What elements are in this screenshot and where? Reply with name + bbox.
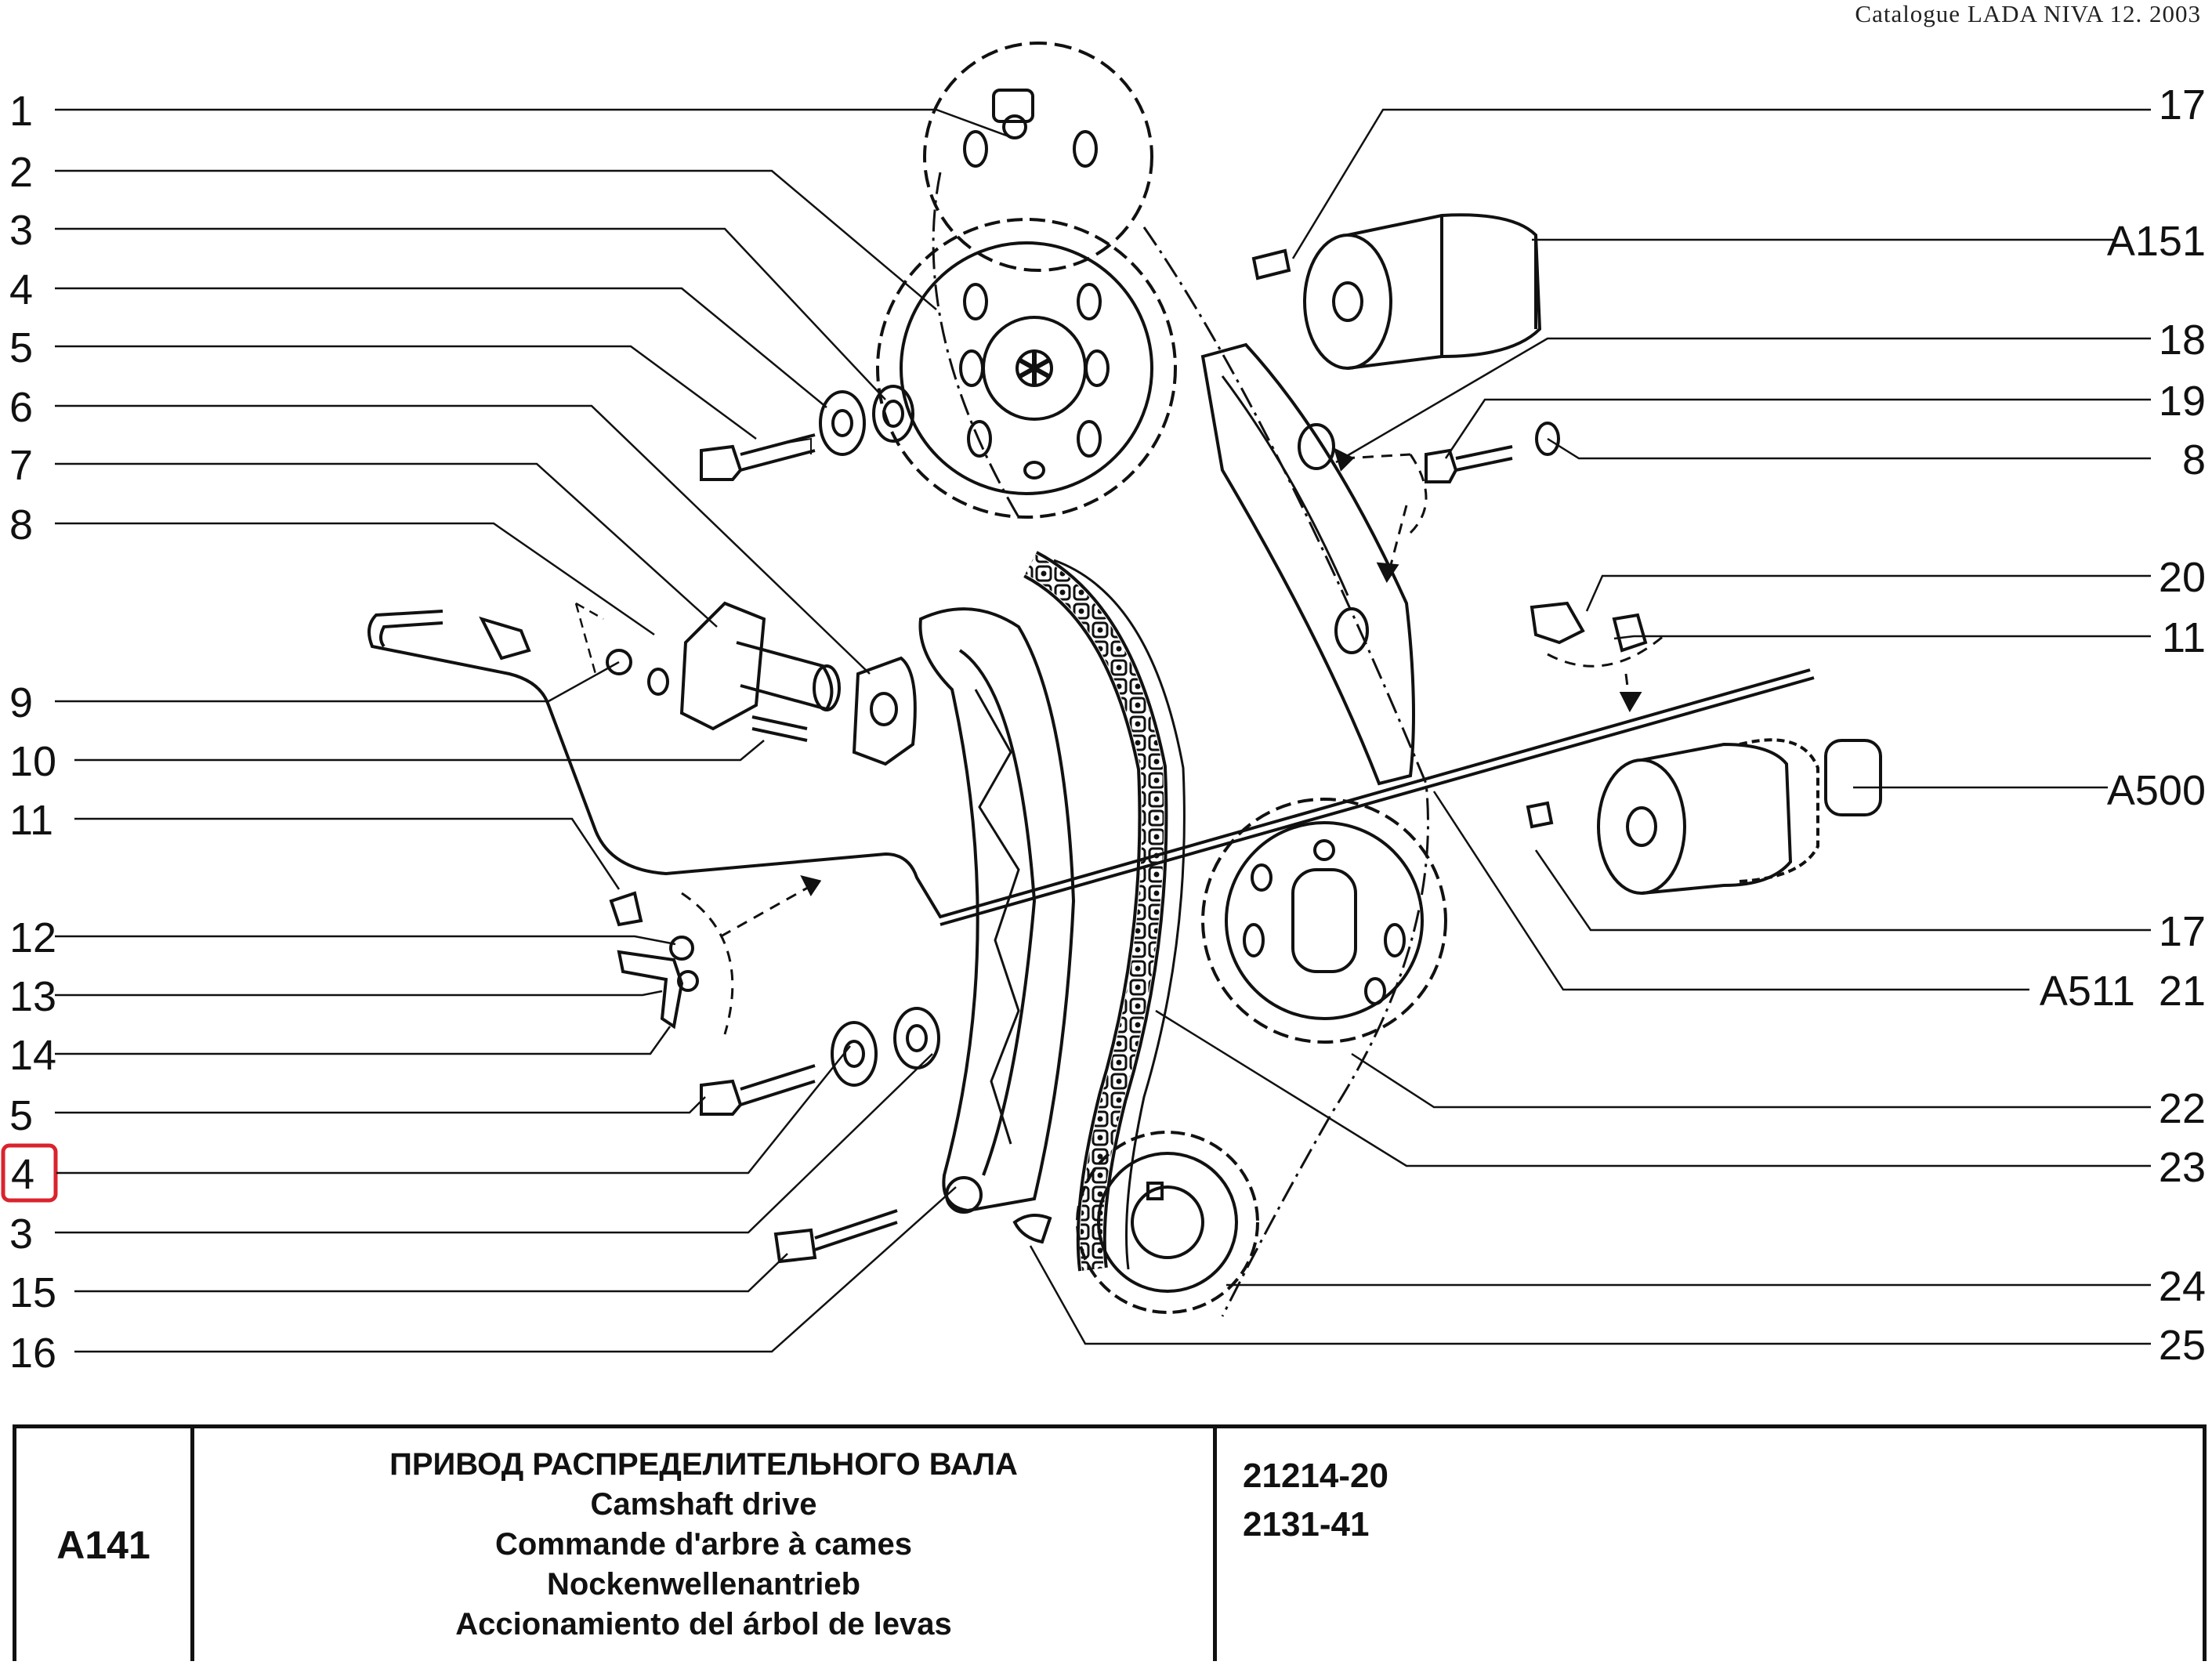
callout-8[interactable]: 8	[9, 501, 33, 548]
callout-3b[interactable]: 3	[9, 1211, 33, 1258]
title-de: Nockenwellenantrieb	[546, 1567, 861, 1602]
callout-17[interactable]: 17	[2159, 81, 2206, 128]
pipe-clip-bracket	[609, 875, 822, 1035]
title-block: A141 ПРИВОД РАСПРЕДЕЛИТЕЛЬНОГО ВАЛА Cams…	[13, 1424, 2207, 1661]
upper-bolt-washers	[700, 385, 914, 481]
callout-4[interactable]: 4	[9, 266, 33, 313]
callout-9[interactable]: 9	[9, 679, 33, 726]
callout-13[interactable]: 13	[9, 973, 56, 1020]
callout-14[interactable]: 14	[9, 1032, 56, 1079]
callout-5[interactable]: 5	[9, 324, 33, 371]
intermediate-sprocket	[1201, 798, 1447, 1044]
callout-18[interactable]: 18	[2159, 317, 2206, 364]
lower-bolt-washers	[700, 1007, 940, 1264]
chain-shoe	[918, 607, 1076, 1244]
callout-11[interactable]: 11	[9, 797, 53, 844]
callout-4b-highlighted[interactable]: 4	[11, 1151, 34, 1198]
callout-12[interactable]: 12	[9, 914, 56, 961]
callout-22[interactable]: 22	[2159, 1085, 2206, 1132]
right-clips	[1530, 601, 1666, 713]
camshaft-drive-diagram: 1 2 3 4 5 6 7 8 9 10 11 12 13 14 5 4 3 1…	[1, 42, 2206, 1377]
callout-5b[interactable]: 5	[9, 1092, 33, 1139]
highlight-box	[1, 1143, 58, 1203]
leader-lines	[55, 108, 2151, 1353]
callout-7[interactable]: 7	[9, 442, 33, 489]
callout-11b[interactable]: 11	[2162, 614, 2206, 661]
callout-A500[interactable]: A500	[2107, 767, 2206, 814]
callout-25[interactable]: 25	[2159, 1322, 2206, 1369]
callout-20[interactable]: 20	[2159, 554, 2206, 601]
callout-A151[interactable]: A151	[2107, 218, 2206, 265]
camshaft-end-lower	[1526, 738, 1882, 895]
timing-chain	[1023, 551, 1186, 1272]
title-es: Accionamiento del árbol de levas	[455, 1607, 952, 1641]
camshaft-end-upper	[1303, 213, 1542, 370]
catalogue-header: Catalogue LADA NIVA 12. 2003	[1855, 0, 2201, 27]
callout-19[interactable]: 19	[2159, 378, 2206, 425]
callout-17b[interactable]: 17	[2159, 908, 2206, 955]
callout-6[interactable]: 6	[9, 384, 33, 431]
callout-1[interactable]: 1	[9, 88, 33, 135]
tensioner-shoe	[1200, 342, 1415, 786]
title-fr: Commande d'arbre à cames	[495, 1527, 912, 1562]
callout-23[interactable]: 23	[2159, 1144, 2206, 1191]
oil-pipe	[367, 610, 1815, 926]
title-en: Camshaft drive	[590, 1487, 817, 1522]
chain-path-outline	[932, 172, 1429, 1317]
camshaft-sprocket	[876, 42, 1177, 519]
callout-10[interactable]: 10	[9, 738, 56, 785]
left-callouts: 1 2 3 4 5 6 7 8 9 10 11 12 13 14 5 4 3 1…	[9, 88, 56, 1377]
chain-tensioner	[479, 601, 917, 766]
callout-A511-21[interactable]: A511 21	[2040, 968, 2206, 1015]
drawing-titles: ПРИВОД РАСПРЕДЕЛИТЕЛЬНОГО ВАЛА Camshaft …	[194, 1428, 1217, 1661]
right-bolts	[1251, 248, 1560, 583]
title-ru: ПРИВОД РАСПРЕДЕЛИТЕЛЬНОГО ВАЛА	[389, 1447, 1018, 1482]
model-code: 21214-20	[1243, 1457, 1388, 1495]
callout-15[interactable]: 15	[9, 1269, 56, 1316]
callout-16[interactable]: 16	[9, 1330, 56, 1377]
callout-2[interactable]: 2	[9, 149, 33, 196]
callout-24[interactable]: 24	[2159, 1263, 2206, 1310]
model-code: 2131-41	[1243, 1505, 1370, 1544]
callout-8b[interactable]: 8	[2182, 436, 2206, 483]
callout-3[interactable]: 3	[9, 207, 33, 254]
model-codes: 21214-20 2131-41	[1217, 1428, 2203, 1661]
page-code: A141	[16, 1428, 194, 1661]
crankshaft-sprocket	[1076, 1131, 1259, 1314]
right-callouts: 17 A151 18 19 8 20 11 A500 17 A511 21 22…	[2040, 81, 2206, 1369]
